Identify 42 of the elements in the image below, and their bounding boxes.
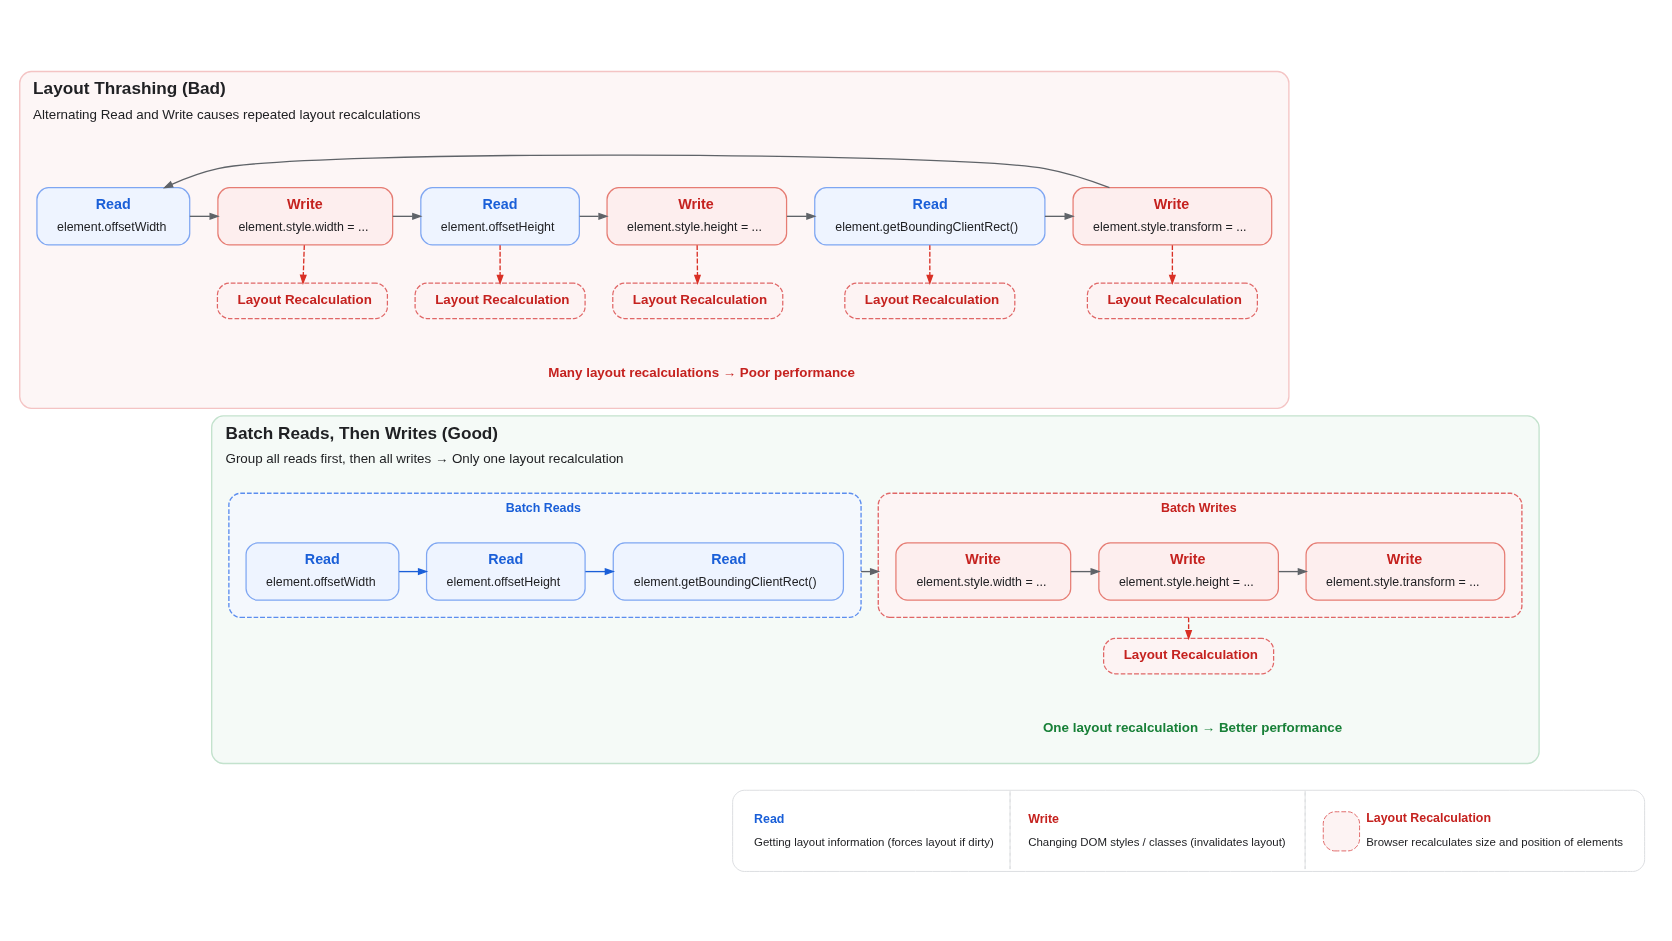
arrow bbox=[1044, 212, 1075, 220]
arrow bbox=[162, 154, 1111, 189]
arrow bbox=[1070, 567, 1101, 576]
node-box: Layout Recalculation bbox=[844, 282, 1016, 320]
legend-label: Layout Recalculation bbox=[1366, 811, 1492, 826]
node-box: Write element.style.width = ... bbox=[895, 542, 1072, 601]
node-box: Write element.style.width = ... bbox=[217, 187, 394, 246]
arrow bbox=[693, 244, 702, 286]
arrow bbox=[578, 212, 609, 220]
node-box: Write element.style.height = ... bbox=[1098, 542, 1279, 601]
node-box: Write element.style.height = ... bbox=[606, 187, 788, 246]
node-box: Read element.offsetHeight bbox=[420, 187, 580, 246]
arrow bbox=[1168, 244, 1176, 286]
arrow bbox=[1278, 567, 1309, 576]
arrow bbox=[189, 212, 220, 220]
arrow bbox=[1185, 616, 1193, 641]
node-box: Read element.getBoundingClientRect() bbox=[814, 187, 1046, 246]
arrow bbox=[584, 567, 616, 576]
arrow bbox=[786, 212, 817, 220]
node-box: Read element.offsetHeight bbox=[425, 542, 586, 601]
arrow bbox=[392, 212, 423, 220]
node-box: Read element.offsetWidth bbox=[245, 542, 400, 601]
label: Changing DOM styles / classes (invalidates layout) bbox=[1028, 836, 1286, 849]
node-box: Layout Recalculation bbox=[612, 282, 784, 320]
node-box: Write element.style.transform = ... bbox=[1072, 187, 1273, 246]
node-box: Layout Recalculation bbox=[216, 282, 389, 320]
arrow bbox=[299, 244, 307, 286]
node-box: Layout Recalculation bbox=[414, 282, 586, 320]
label: One layout recalculation → Better performance bbox=[1042, 719, 1343, 735]
legend-label: Read bbox=[754, 811, 785, 826]
legend-label: Write bbox=[1028, 811, 1059, 826]
node-box: Write element.style.transform = ... bbox=[1305, 542, 1506, 601]
node-box: Layout Recalculation bbox=[1103, 637, 1275, 675]
node-box: Read element.getBoundingClientRect() bbox=[612, 542, 844, 601]
arrow bbox=[926, 244, 934, 286]
label: Getting layout information (forces layout if dirty) bbox=[754, 836, 994, 849]
arrow bbox=[496, 244, 504, 286]
label: Browser recalculates size and position of elements bbox=[1366, 835, 1624, 848]
node-box: Read element.offsetWidth bbox=[36, 187, 191, 246]
node-box: Layout Recalculation bbox=[1086, 282, 1258, 320]
arrow bbox=[398, 567, 429, 576]
label: Many layout recalculations → Poor performance bbox=[548, 364, 855, 380]
